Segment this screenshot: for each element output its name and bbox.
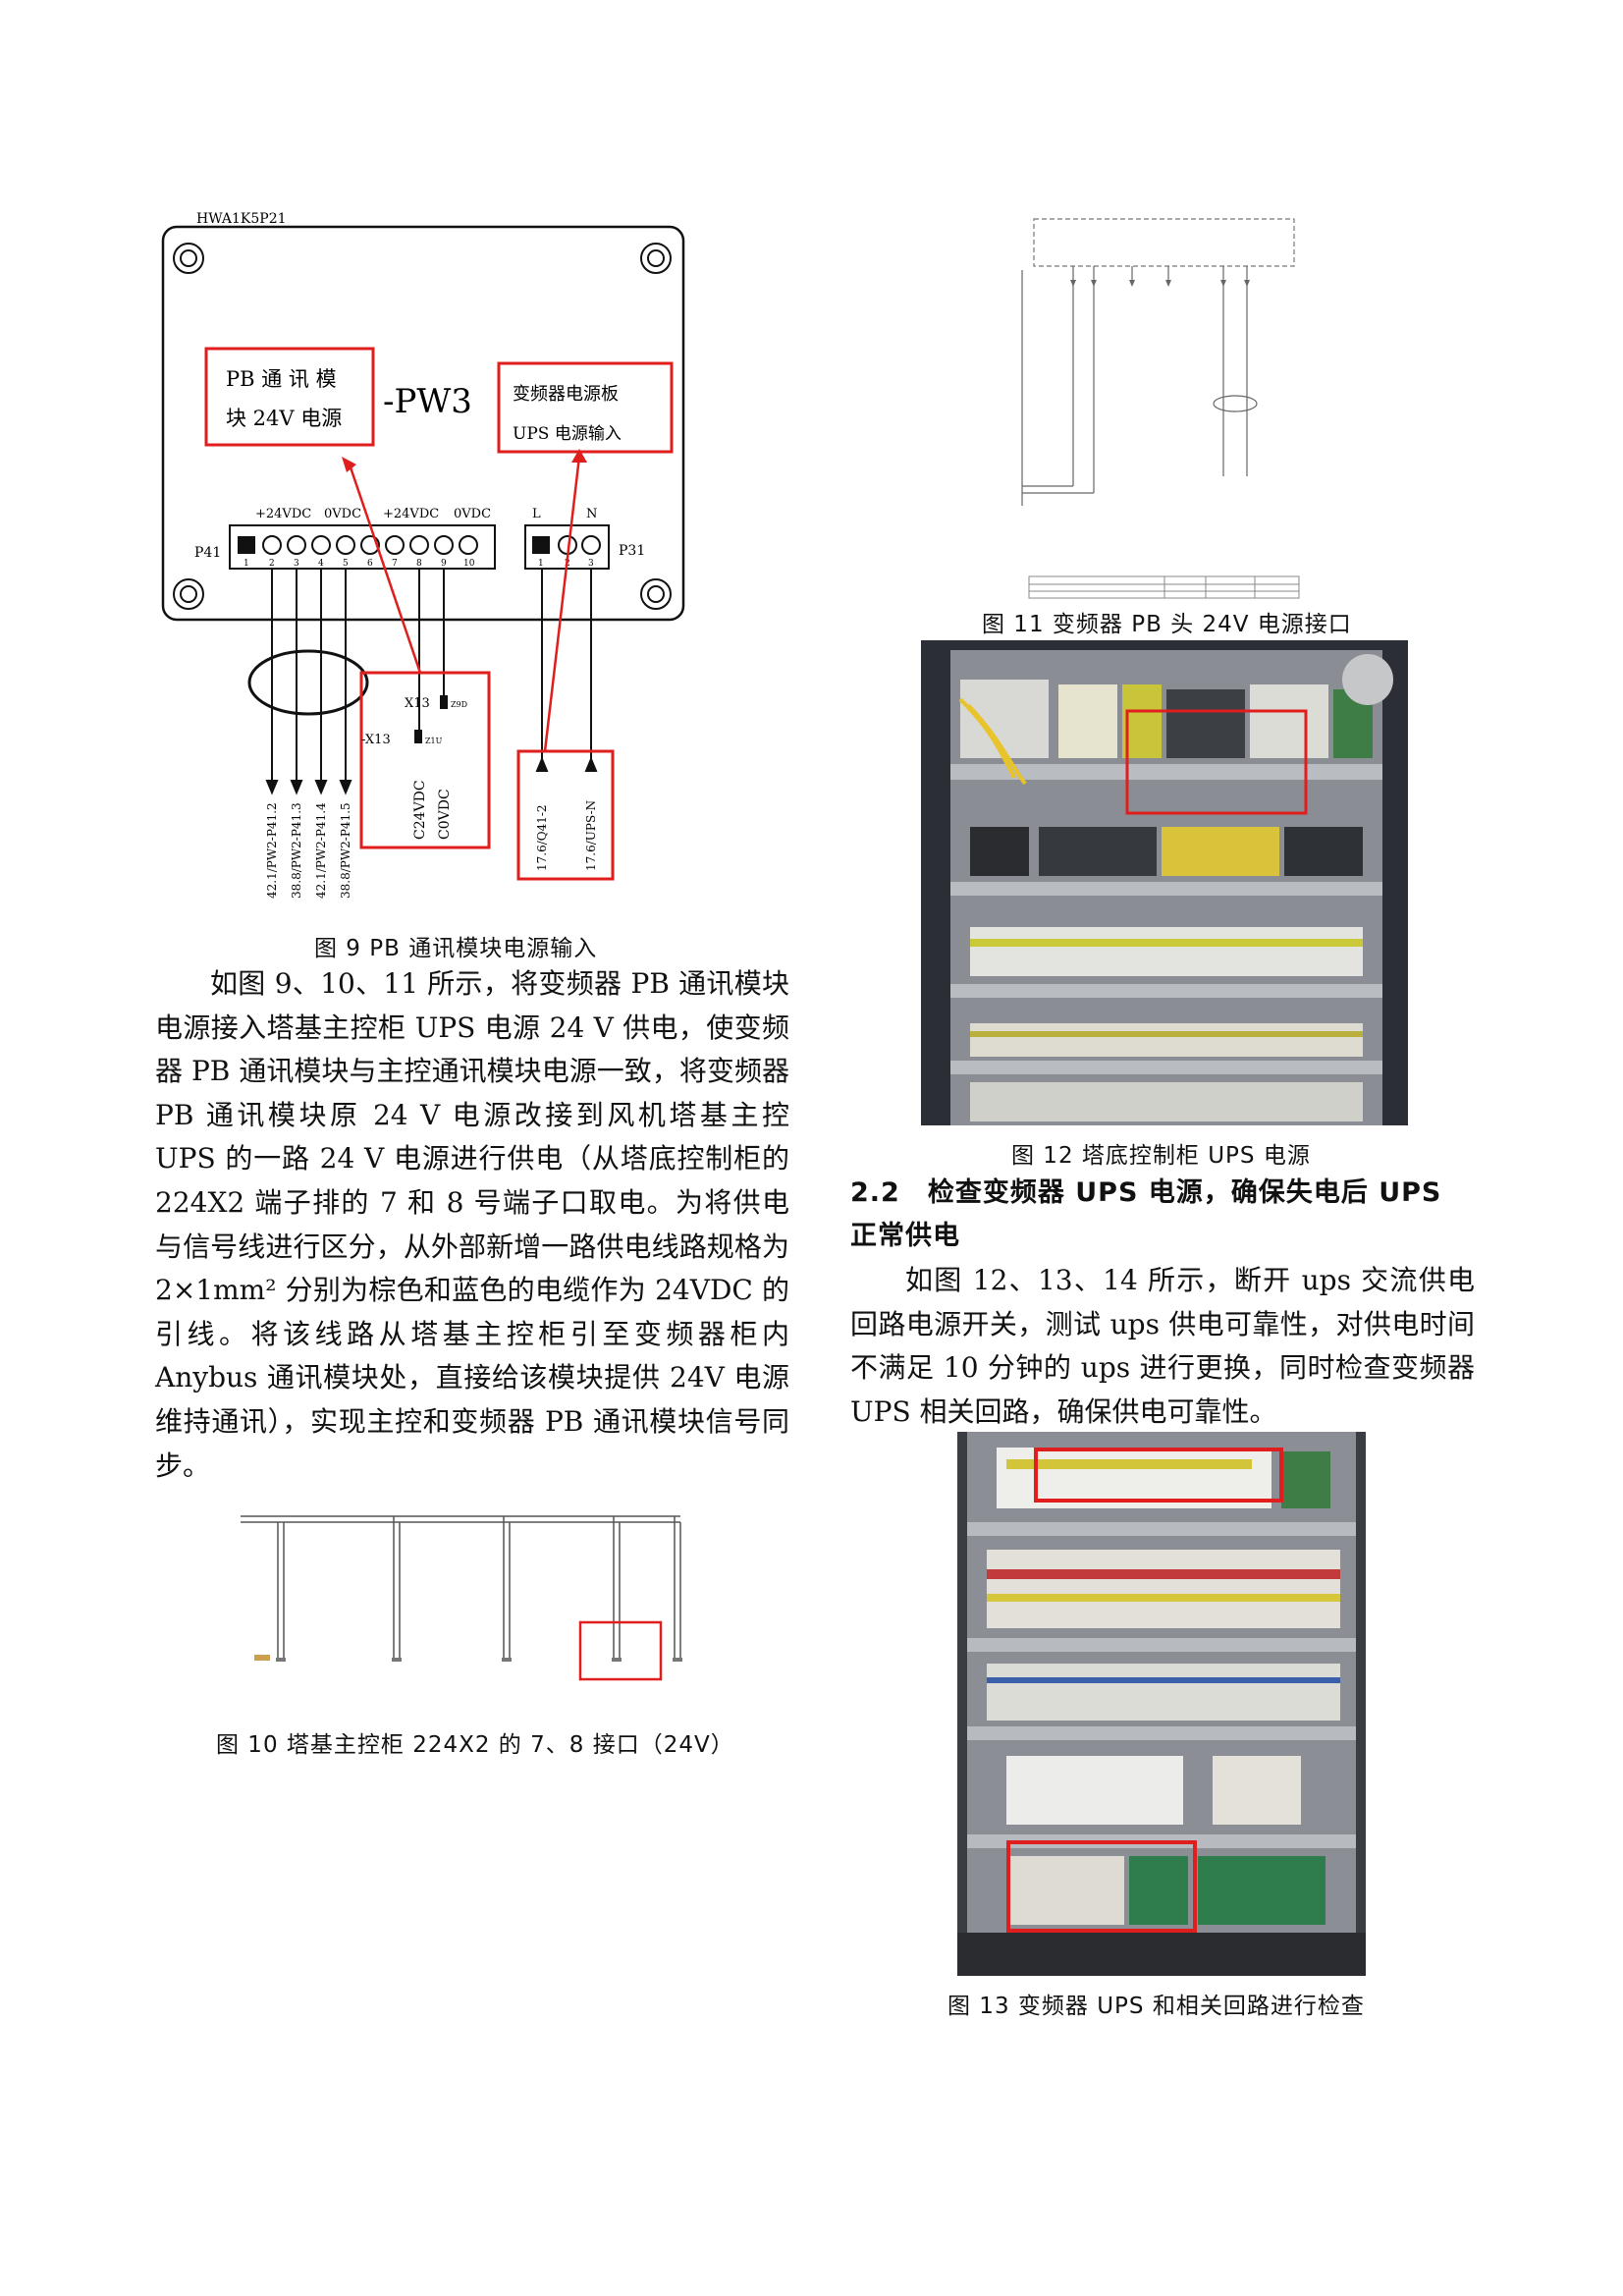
ups-input-label-box bbox=[497, 361, 674, 454]
label-q41-2: 17.6/Q41-2 bbox=[535, 804, 549, 871]
pin-4: 4 bbox=[318, 559, 324, 569]
figure-12-caption: 图 12 塔底控制柜 UPS 电源 bbox=[1011, 1143, 1311, 1169]
box-left-line2: 块 24V 电源 bbox=[226, 407, 342, 430]
body-text-left: 如图 9、10、11 所示，将变频器 PB 通讯模块电源接入塔基主控柜 UPS … bbox=[155, 962, 789, 1488]
second-row-modules bbox=[970, 827, 1363, 876]
schematic-arrows bbox=[1070, 280, 1250, 287]
box-right-line1: 变频器电源板 bbox=[513, 384, 619, 405]
hdr-0vdc-1: 0VDC bbox=[324, 507, 361, 521]
board-code: HWA1K5P21 bbox=[196, 211, 287, 227]
board-outline bbox=[161, 225, 685, 622]
pw-label: -PW3 bbox=[383, 382, 472, 421]
x13-top-sub: Z9D bbox=[451, 700, 467, 709]
ups-module-row bbox=[1006, 1856, 1325, 1925]
schematic-lines bbox=[1021, 266, 1258, 506]
label-pw2-p41-2: 42.1/PW2-P41.2 bbox=[265, 802, 279, 899]
signal-wires bbox=[247, 569, 598, 795]
pin-6: 6 bbox=[367, 559, 373, 569]
yellow-cables bbox=[958, 697, 1027, 786]
figure-13-cabinet-photo bbox=[957, 1432, 1366, 1976]
x13-bottom-sub: Z1U bbox=[425, 737, 443, 745]
hdr-24vdc-2: +24VDC bbox=[383, 507, 439, 521]
figure-9-caption: 图 9 PB 通讯模块电源输入 bbox=[314, 936, 598, 961]
connector-p31: P31 bbox=[619, 543, 645, 559]
cable-duct bbox=[957, 1933, 1366, 1976]
hdr-l: L bbox=[532, 507, 541, 521]
breaker-row-top bbox=[997, 1448, 1330, 1508]
terminal-row-1 bbox=[970, 927, 1363, 976]
terminal-row-3 bbox=[970, 1082, 1363, 1121]
figure-13-illustration bbox=[957, 1432, 1366, 1976]
terminal-row-2 bbox=[970, 1023, 1363, 1057]
pin-3: 3 bbox=[294, 559, 299, 569]
terminal-ends bbox=[276, 1658, 682, 1662]
red-arrowhead-left bbox=[342, 457, 356, 472]
pin-10: 10 bbox=[463, 559, 475, 569]
hdr-n: N bbox=[586, 507, 597, 521]
figure-11-pb-head-schematic bbox=[1021, 218, 1300, 599]
label-pw2-p41-3: 38.8/PW2-P41.3 bbox=[290, 802, 303, 899]
breaker-highlight-box bbox=[1034, 1448, 1283, 1503]
hdr-0vdc-2: 0VDC bbox=[454, 507, 491, 521]
pin-8: 8 bbox=[416, 559, 422, 569]
box-left-line1: PB 通 讯 模 bbox=[226, 367, 337, 391]
terminal-7-8-highlight bbox=[578, 1620, 663, 1681]
ups-wire-box bbox=[516, 749, 615, 881]
bus-lines bbox=[241, 1515, 681, 1660]
figure-10-terminal-diagram bbox=[241, 1515, 682, 1681]
dashed-module-box bbox=[1033, 218, 1295, 267]
pin-2: 2 bbox=[269, 559, 275, 569]
figure-12-cabinet-photo bbox=[921, 640, 1408, 1125]
x13-bottom: -X13 bbox=[361, 733, 391, 747]
p31-pin-3: 3 bbox=[588, 559, 594, 569]
pin-5: 5 bbox=[343, 559, 349, 569]
p31-pin-1: 1 bbox=[538, 559, 544, 569]
pb-module-label-box bbox=[204, 347, 375, 447]
figure-10-caption: 图 10 塔基主控柜 224X2 的 7、8 接口（24V） bbox=[216, 1732, 734, 1758]
top-row-devices bbox=[960, 654, 1393, 758]
hdr-24vdc-1: +24VDC bbox=[255, 507, 311, 521]
din-rails bbox=[950, 764, 1382, 1074]
breaker-row-mid bbox=[1006, 1756, 1301, 1825]
pin-1: 1 bbox=[243, 559, 249, 569]
box-right-line2: UPS 电源输入 bbox=[513, 424, 622, 444]
pin-9: 9 bbox=[441, 559, 447, 569]
figure-11-caption: 图 11 变频器 PB 头 24V 电源接口 bbox=[982, 612, 1352, 637]
relay-rows bbox=[987, 1550, 1340, 1721]
section-2-2-body: 如图 12、13、14 所示，断开 ups 交流供电回路电源开关，测试 ups … bbox=[850, 1259, 1475, 1434]
x13-top: X13 bbox=[405, 696, 430, 711]
p41-terminal-strip: 1 2 3 4 5 6 7 8 9 10 bbox=[229, 524, 496, 570]
ups-circuit-highlight-box bbox=[1006, 1840, 1197, 1933]
label-c0vdc: C0VDC bbox=[437, 789, 453, 840]
figure-9-wiring-diagram: HWA1K5P21 PB 通 讯 模 块 24V 电源 -PW3 变频器电源板 … bbox=[161, 211, 685, 899]
red-callout-arrows bbox=[347, 456, 581, 752]
label-pw2-p41-4: 42.1/PW2-P41.4 bbox=[314, 802, 328, 899]
section-2-2-paragraph: 如图 12、13、14 所示，断开 ups 交流供电回路电源开关，测试 ups … bbox=[850, 1264, 1475, 1428]
x13-power-box bbox=[359, 671, 491, 849]
pin-7: 7 bbox=[392, 559, 398, 569]
figure-13-caption: 图 13 变频器 UPS 和相关回路进行检查 bbox=[947, 1994, 1365, 2019]
body-paragraph-left: 如图 9、10、11 所示，将变频器 PB 通讯模块电源接入塔基主控柜 UPS … bbox=[155, 967, 789, 1482]
terminal-marker bbox=[254, 1655, 270, 1661]
title-block bbox=[1028, 575, 1300, 599]
x13-top-marker bbox=[440, 695, 448, 709]
mounting-holes bbox=[173, 243, 672, 610]
red-arrowhead-right bbox=[571, 449, 587, 463]
figure-12-illustration bbox=[921, 640, 1408, 1125]
label-pw2-p41-5: 38.8/PW2-P41.5 bbox=[339, 802, 352, 899]
connector-p41: P41 bbox=[194, 545, 221, 561]
ups-highlight-box bbox=[1125, 709, 1308, 815]
label-ups-n: 17.6/UPS-N bbox=[584, 800, 598, 871]
section-2-2-heading: 2.2 检查变频器 UPS 电源，确保失电后 UPS 正常供电 bbox=[850, 1177, 1442, 1251]
label-c24vdc: C24VDC bbox=[412, 780, 428, 840]
x13-bottom-marker bbox=[414, 730, 422, 743]
